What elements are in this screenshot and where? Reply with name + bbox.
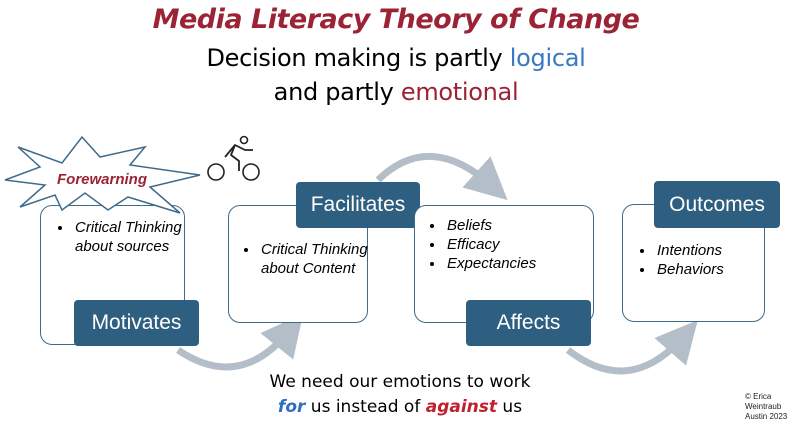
subtitle-text: Decision making is partly	[206, 44, 510, 72]
bottom-text: us	[497, 397, 523, 417]
list-item: Expectancies	[445, 254, 605, 273]
arrow-3	[565, 320, 698, 375]
page-title: Media Literacy Theory of Change	[152, 4, 640, 35]
stage-items: Critical Thinking about sources	[55, 218, 183, 256]
cyclist-icon	[207, 135, 260, 181]
bottom-line-1: We need our emotions to work	[269, 372, 531, 392]
stage-items: Intentions Behaviors	[637, 241, 775, 279]
list-item: Critical Thinking about Content	[259, 240, 369, 278]
subtitle-line-1: Decision making is partly logical	[0, 44, 792, 72]
bottom-line-2: for us instead of against us	[200, 397, 600, 417]
stage-label-affects: Affects	[466, 300, 591, 346]
stage-label-facilitates: Facilitates	[296, 182, 420, 228]
credit-line: Weintraub	[745, 402, 782, 411]
forewarning-label: Forewarning	[57, 171, 148, 188]
list-item: Behaviors	[655, 260, 775, 279]
arrow-1	[176, 313, 304, 371]
stage-items: Critical Thinking about Content	[241, 240, 369, 278]
stage-label-outcomes: Outcomes	[654, 181, 780, 228]
credit-line: © Erica	[745, 392, 772, 401]
stage-label-motivates: Motivates	[74, 300, 199, 346]
for-highlight: for	[277, 397, 306, 417]
against-highlight: against	[425, 397, 498, 417]
subtitle-line-2: and partly emotional	[0, 78, 792, 106]
list-item: Intentions	[655, 241, 775, 260]
list-item: Critical Thinking about sources	[73, 218, 183, 256]
logical-highlight: logical	[509, 44, 586, 72]
list-item: Efficacy	[445, 235, 605, 254]
credit: © Erica Weintraub Austin 2023	[745, 392, 787, 422]
arrow-2	[375, 153, 508, 201]
bottom-text: us instead of	[305, 397, 426, 417]
subtitle-text: and partly	[273, 78, 401, 106]
emotional-highlight: emotional	[400, 78, 519, 106]
credit-line: Austin 2023	[745, 412, 788, 421]
list-item: Beliefs	[445, 216, 605, 235]
forewarning-burst	[4, 135, 201, 214]
stage-items: Beliefs Efficacy Expectancies	[427, 216, 605, 273]
